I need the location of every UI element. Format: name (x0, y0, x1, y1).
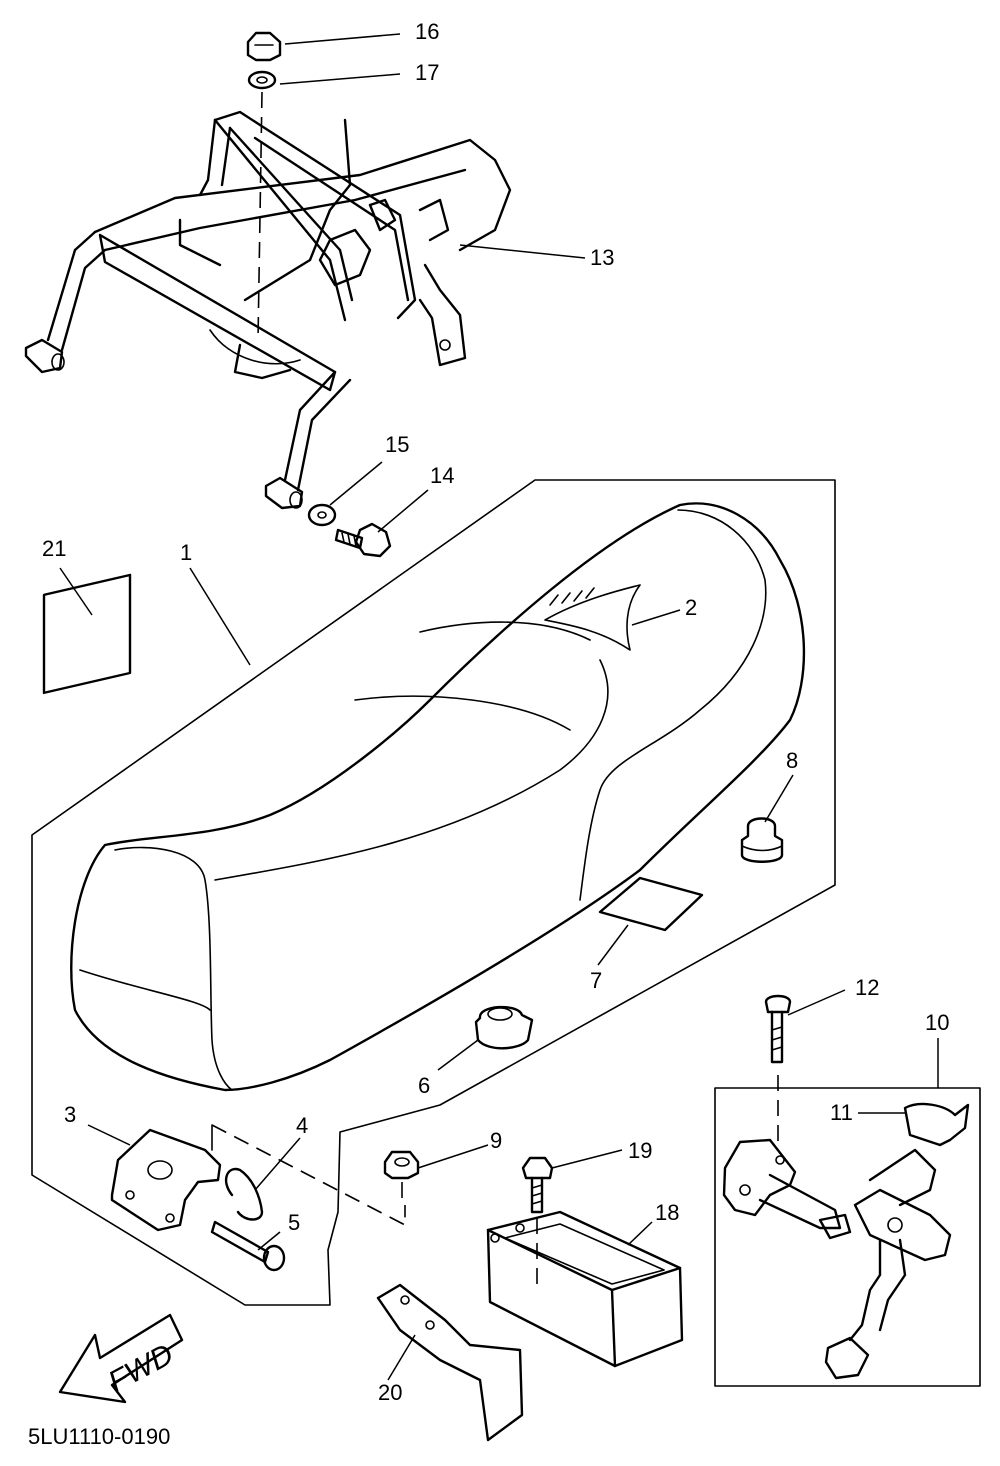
damper-6 (474, 1005, 534, 1050)
callout-11: 11 (830, 1100, 853, 1125)
callout-10: 10 (925, 1010, 949, 1035)
clip-4 (224, 1167, 264, 1221)
seat-hinge-3 (110, 1124, 222, 1232)
seat-double (70, 502, 806, 1092)
forward-direction-arrow: FWD (58, 1313, 184, 1404)
callout-13: 13 (590, 245, 614, 270)
damper-8 (740, 817, 784, 863)
callout-14: 14 (430, 463, 454, 488)
leader-lines (59, 33, 939, 1381)
grab-bar-carrier (24, 110, 512, 510)
seat-lock-10 (722, 1102, 970, 1380)
diagram-code: 5LU1110-0190 (28, 1424, 170, 1449)
callout-20: 20 (378, 1380, 402, 1405)
bolt-14 (334, 522, 392, 558)
seat-pad-7 (598, 876, 704, 932)
hinge-axis-line (211, 1124, 406, 1227)
bracket-20 (376, 1283, 524, 1442)
bolt-19 (521, 1156, 554, 1214)
callout-19: 19 (628, 1138, 652, 1163)
callout-5: 5 (288, 1210, 300, 1235)
fastener-axis-line (257, 91, 263, 341)
pin-5 (210, 1220, 286, 1272)
tool-case-18 (486, 1210, 684, 1368)
seat-emblem-2 (544, 584, 641, 651)
callout-18: 18 (655, 1200, 679, 1225)
callout-6: 6 (418, 1073, 430, 1098)
callout-12: 12 (855, 975, 879, 1000)
callout-4: 4 (296, 1113, 308, 1138)
seat-assembly-box (31, 479, 836, 1306)
washer-17 (247, 70, 277, 90)
nut-9 (383, 1150, 420, 1180)
callout-16: 16 (415, 19, 439, 44)
callout-numbers: 1 2 3 4 5 6 7 8 9 10 11 12 13 14 15 16 1… (42, 19, 949, 1405)
seat-lock-assembly-box (714, 1087, 981, 1387)
washer-15 (307, 503, 337, 527)
screw-12 (764, 994, 792, 1064)
callout-7: 7 (590, 968, 602, 993)
callout-2: 2 (685, 595, 697, 620)
callout-3: 3 (64, 1102, 76, 1127)
callout-9: 9 (490, 1128, 502, 1153)
callout-8: 8 (786, 748, 798, 773)
callout-15: 15 (385, 432, 409, 457)
caution-label-21 (42, 573, 132, 695)
cap-nut-16 (246, 31, 282, 62)
callout-1: 1 (180, 540, 192, 565)
callout-21: 21 (42, 536, 66, 561)
fwd-label: FWD (103, 1338, 179, 1399)
callout-17: 17 (415, 60, 439, 85)
